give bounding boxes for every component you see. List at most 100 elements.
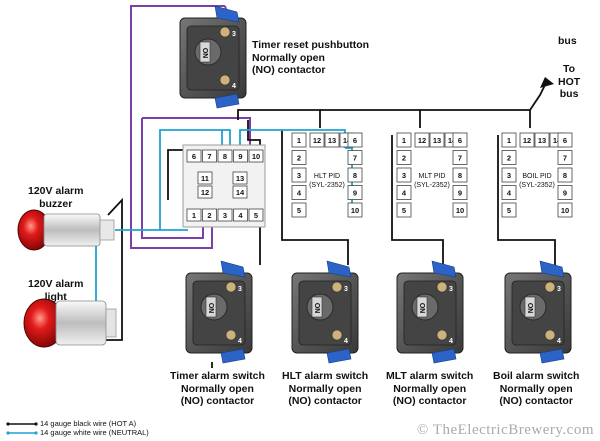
pid-top-terminal-12: 12	[519, 132, 535, 148]
switch-label-timer-line1: Timer alarm switch	[170, 370, 265, 382]
pid-right-terminal-6: 6	[347, 132, 363, 148]
terminal-number: 1	[402, 136, 406, 145]
pid-left-terminal-5: 5	[396, 202, 412, 218]
pid-left-terminal-5: 5	[291, 202, 307, 218]
terminal-number: 13	[328, 136, 336, 145]
switch-label-boil: Boil alarm switch Normally open (NO) con…	[493, 370, 579, 408]
pid-left-terminal-4: 4	[396, 185, 412, 200]
terminal-number: 1	[507, 136, 511, 145]
terminal-number: 4	[297, 189, 302, 198]
bus-top-label: bus	[558, 35, 577, 48]
terminal-number: 8	[223, 152, 227, 161]
pid-label-line2: (SYL-2352)	[519, 182, 555, 189]
alarm-buzzer	[17, 209, 115, 251]
terminal-number: 9	[353, 189, 357, 198]
terminal-number: 12	[523, 136, 531, 145]
light-line2: light	[44, 290, 67, 303]
pid-label-line2: (SYL-2352)	[414, 182, 450, 189]
timer-terminal-8: 8	[217, 149, 233, 163]
pid-left-terminal-1: 1	[291, 132, 307, 148]
switch-label-mlt-line3: (NO) contactor	[392, 395, 467, 407]
switch-label-mlt-line1: MLT alarm switch	[386, 370, 474, 382]
pid-right-terminal-10: 10	[452, 202, 468, 218]
timer-terminal-10: 10	[248, 149, 264, 163]
terminal-number: 5	[402, 206, 406, 215]
pid-left-terminal-2: 2	[501, 150, 517, 165]
terminal-number: 14	[236, 188, 245, 197]
terminal-number: 9	[238, 152, 242, 161]
terminal-number: 1	[297, 136, 301, 145]
timer-terminal-7: 7	[202, 149, 217, 163]
terminal-number: 3	[402, 171, 406, 180]
terminal-number: 8	[353, 171, 357, 180]
pid-right-terminal-9: 9	[452, 185, 468, 200]
watermark: © TheElectricBrewery.com	[416, 422, 594, 438]
pid-right-terminal-8: 8	[347, 167, 363, 183]
terminal-number: 13	[538, 136, 546, 145]
switch-label-boil-line3: (NO) contactor	[499, 395, 573, 407]
terminal-number: 9	[563, 189, 567, 198]
terminal-number: 4	[402, 189, 407, 198]
terminal-number: 5	[254, 211, 258, 220]
switch-label-boil-line1: Boil alarm switch	[493, 370, 580, 382]
terminal-number: 7	[458, 154, 462, 163]
pid-left-terminal-2: 2	[396, 150, 412, 165]
pid-right-terminal-10: 10	[347, 202, 363, 218]
terminal-number: 9	[458, 189, 462, 198]
terminal-number: 6	[353, 136, 357, 145]
terminal-number: 8	[458, 171, 462, 180]
buzzer-label: 120V alarm buzzer	[28, 185, 83, 210]
terminal-number: 8	[563, 171, 567, 180]
pid-right-terminal-8: 8	[452, 167, 468, 183]
pid-right-terminal-8: 8	[557, 167, 573, 183]
to-hot-bus-arrow	[540, 77, 554, 88]
timer-terminal-13: 13	[232, 171, 248, 185]
terminal-number: 3	[507, 171, 511, 180]
pid-left-terminal-3: 3	[501, 167, 517, 183]
terminal-number: 7	[207, 152, 211, 161]
pid-right-terminal-9: 9	[557, 185, 573, 200]
timer-terminal-b4: 4	[233, 208, 248, 222]
terminal-number: 5	[297, 206, 301, 215]
terminal-number: 12	[313, 136, 321, 145]
legend-swatches	[6, 422, 38, 435]
pid-right-terminal-10: 10	[557, 202, 573, 218]
timer-terminal-6: 6	[186, 149, 202, 163]
pid-label-line1: BOIL PID	[522, 173, 551, 180]
terminal-number: 2	[297, 154, 301, 163]
switch-label-mlt: MLT alarm switch Normally open (NO) cont…	[386, 370, 473, 408]
light-label: 120V alarm light	[28, 278, 83, 303]
terminal-number: 7	[563, 154, 567, 163]
switch-label-boil-line2: Normally open	[499, 382, 573, 395]
pid-left-terminal-2: 2	[291, 150, 307, 165]
terminal-number: 2	[507, 154, 511, 163]
timer-reset-title: Timer reset pushbutton	[252, 39, 370, 51]
terminal-number: 6	[458, 136, 462, 145]
pid-label-line1: MLT PID	[419, 173, 446, 180]
terminal-number: 3	[297, 171, 301, 180]
purple-wires	[130, 5, 251, 249]
terminal-number: 10	[456, 206, 464, 215]
bus-top-text: bus	[558, 35, 577, 47]
pid-right-terminal-7: 7	[452, 150, 468, 165]
hot-bus-hot: HOT	[558, 75, 581, 88]
terminal-number: 14	[553, 136, 562, 145]
terminal-number: 10	[561, 206, 569, 215]
timer-terminal-b3: 3	[217, 208, 233, 222]
timer-reset-line2: Normally open	[252, 51, 325, 64]
pid-right-terminal-9: 9	[347, 185, 363, 200]
hot-bus-label: To HOT bus	[558, 63, 580, 101]
switch-label-timer-line3: (NO) contactor	[180, 395, 255, 407]
switch-label-hlt-line2: Normally open	[288, 382, 362, 395]
timer-terminal-b1: 1	[186, 208, 202, 222]
light-line1: 120V alarm	[28, 278, 84, 290]
pid-left-terminal-3: 3	[396, 167, 412, 183]
legend-white: 14 gauge white wire (NEUTRAL)	[40, 428, 149, 437]
pid-label-line1: HLT PID	[314, 173, 340, 180]
timer-terminal-9: 9	[233, 149, 248, 163]
pid-label-line2: (SYL-2352)	[309, 182, 345, 189]
timer-terminal-11: 11	[197, 171, 213, 185]
terminal-number: 12	[201, 188, 209, 197]
